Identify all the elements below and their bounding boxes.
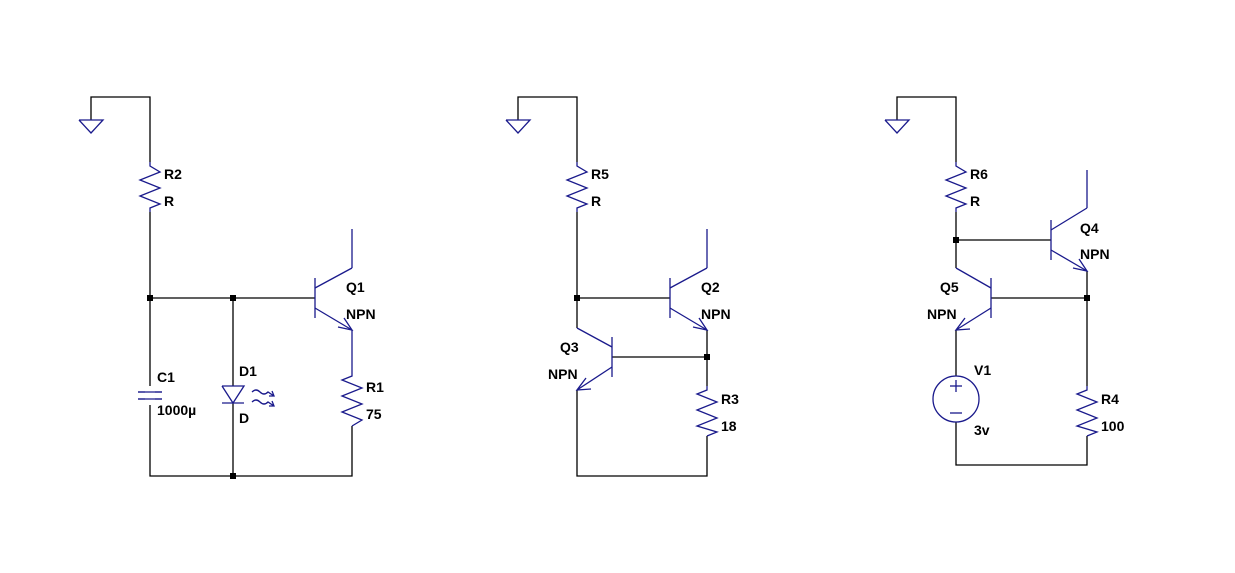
label-r5-ref: R5 (591, 166, 609, 182)
label-q5-ref: Q5 (940, 279, 959, 295)
label-v1-ref: V1 (974, 362, 991, 378)
transistor-q5 (954, 267, 992, 331)
label-r2-value: R (164, 193, 174, 209)
label-q2-value: NPN (701, 306, 731, 322)
label-q1-value: NPN (346, 306, 376, 322)
transistor-q3 (575, 327, 613, 391)
label-q2-ref: Q2 (701, 279, 720, 295)
circuit-2: R5 R Q2 NPN Q3 NPN R3 18 (505, 96, 739, 477)
label-q4-value: NPN (1080, 246, 1110, 262)
label-r6-value: R (970, 193, 980, 209)
label-r3-value: 18 (721, 418, 737, 434)
label-r2-ref: R2 (164, 166, 182, 182)
resistor-r3 (695, 386, 719, 437)
circuit-3: R6 R Q4 NPN Q5 NPN V1 3v R4 100 (884, 96, 1125, 466)
label-r6-ref: R6 (970, 166, 988, 182)
transistor-q2 (669, 229, 709, 331)
label-r1-value: 75 (366, 406, 382, 422)
label-r4-value: 100 (1101, 418, 1125, 434)
resistor-r6 (944, 162, 968, 212)
resistor-r5 (565, 162, 589, 212)
label-q5-value: NPN (927, 306, 957, 322)
label-r4-ref: R4 (1101, 391, 1119, 407)
resistor-r4 (1075, 386, 1099, 437)
label-q4-ref: Q4 (1080, 220, 1099, 236)
resistor-r1 (340, 330, 364, 427)
label-r1-ref: R1 (366, 379, 384, 395)
ground-icon (884, 96, 957, 162)
label-d1-ref: D1 (239, 363, 257, 379)
label-q1-ref: Q1 (346, 279, 365, 295)
label-q3-value: NPN (548, 366, 578, 382)
ground-icon (78, 96, 151, 162)
label-d1-value: D (239, 410, 249, 426)
label-c1-value: 1000µ (157, 402, 196, 418)
ground-icon (505, 96, 578, 162)
label-q3-ref: Q3 (560, 339, 579, 355)
label-r3-ref: R3 (721, 391, 739, 407)
label-c1-ref: C1 (157, 369, 175, 385)
transistor-q4 (1050, 170, 1089, 272)
resistor-r2 (138, 162, 162, 212)
led-d1 (221, 385, 275, 407)
voltage-source-v1 (932, 375, 980, 423)
label-v1-value: 3v (974, 422, 990, 438)
circuit-1: R2 R C1 1000µ D1 D Q1 NPN R1 75 (78, 96, 384, 479)
label-r5-value: R (591, 193, 601, 209)
